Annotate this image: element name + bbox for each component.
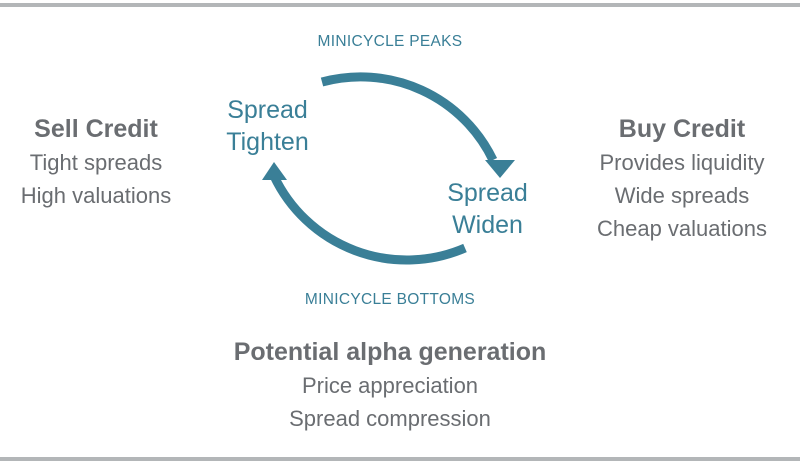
buy-credit-line: Cheap valuations — [596, 216, 767, 241]
minicycle-bottoms-label: MINICYCLE BOTTOMS — [304, 291, 476, 308]
alpha-generation-block: Potential alpha generation Price appreci… — [190, 335, 590, 435]
buy-credit-block: Buy Credit Provides liquidity Wide sprea… — [572, 112, 792, 245]
sell-credit-block: Sell Credit Tight spreads High valuation… — [0, 112, 192, 212]
lower-arrowhead — [262, 162, 287, 180]
buy-credit-title: Buy Credit — [618, 115, 746, 143]
buy-credit-line: Provides liquidity — [599, 150, 765, 175]
top-rule — [0, 3, 800, 7]
sell-credit-line: Tight spreads — [29, 150, 163, 175]
lower-cycle-arrow — [269, 174, 467, 265]
sell-credit-line: High valuations — [20, 183, 172, 208]
alpha-generation-line: Spread compression — [289, 406, 491, 431]
buy-credit-line: Wide spreads — [614, 183, 750, 208]
upper-arrowhead — [485, 160, 515, 178]
spread-widen-label: Spread Widen — [447, 179, 528, 239]
alpha-generation-title: Potential alpha generation — [233, 338, 547, 366]
alpha-generation-line: Price appreciation — [301, 373, 479, 398]
minicycle-peaks-label: MINICYCLE PEAKS — [317, 33, 463, 50]
sell-credit-title: Sell Credit — [34, 115, 158, 143]
bottom-rule — [0, 457, 800, 461]
spread-tighten-label: Spread Tighten — [226, 96, 309, 156]
upper-cycle-arrow — [320, 72, 498, 162]
